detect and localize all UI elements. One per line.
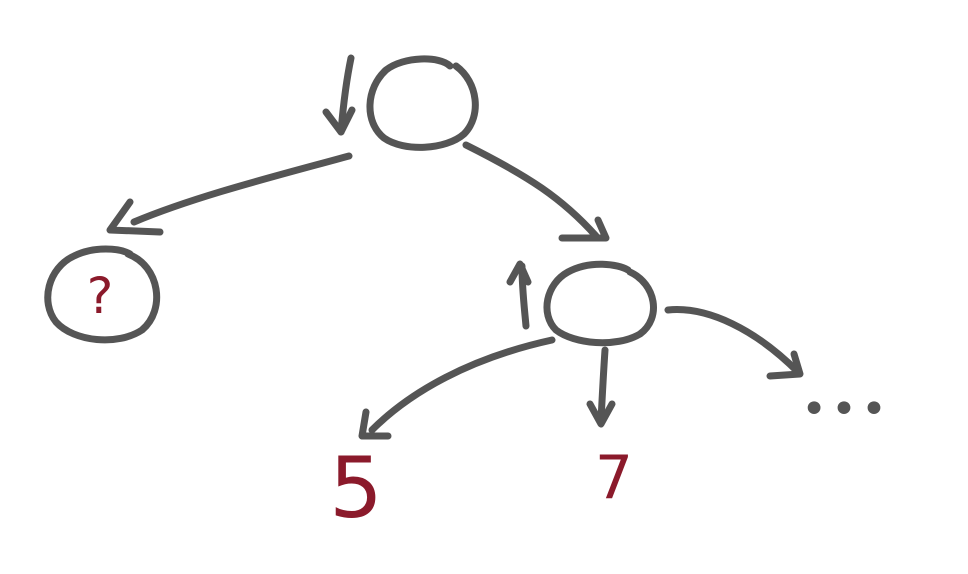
edge-right-node-leaf-7 <box>586 346 616 428</box>
edge-root-left-leaf <box>106 152 353 236</box>
left-leaf-label: ? <box>86 267 114 325</box>
edge-right-node-more <box>664 306 804 380</box>
root-node <box>366 55 479 151</box>
root-incoming-arrow <box>322 54 356 136</box>
up-arrow <box>506 260 532 330</box>
right-internal-node <box>543 260 657 347</box>
edge-root-right-node <box>462 141 610 242</box>
edge-right-node-leaf-5 <box>358 336 556 440</box>
left-leaf-node <box>44 245 161 344</box>
leaf-5-label: 5 <box>329 439 383 537</box>
more-children-ellipsis: ••• <box>801 384 891 435</box>
leaf-7-label: 7 <box>594 443 634 513</box>
